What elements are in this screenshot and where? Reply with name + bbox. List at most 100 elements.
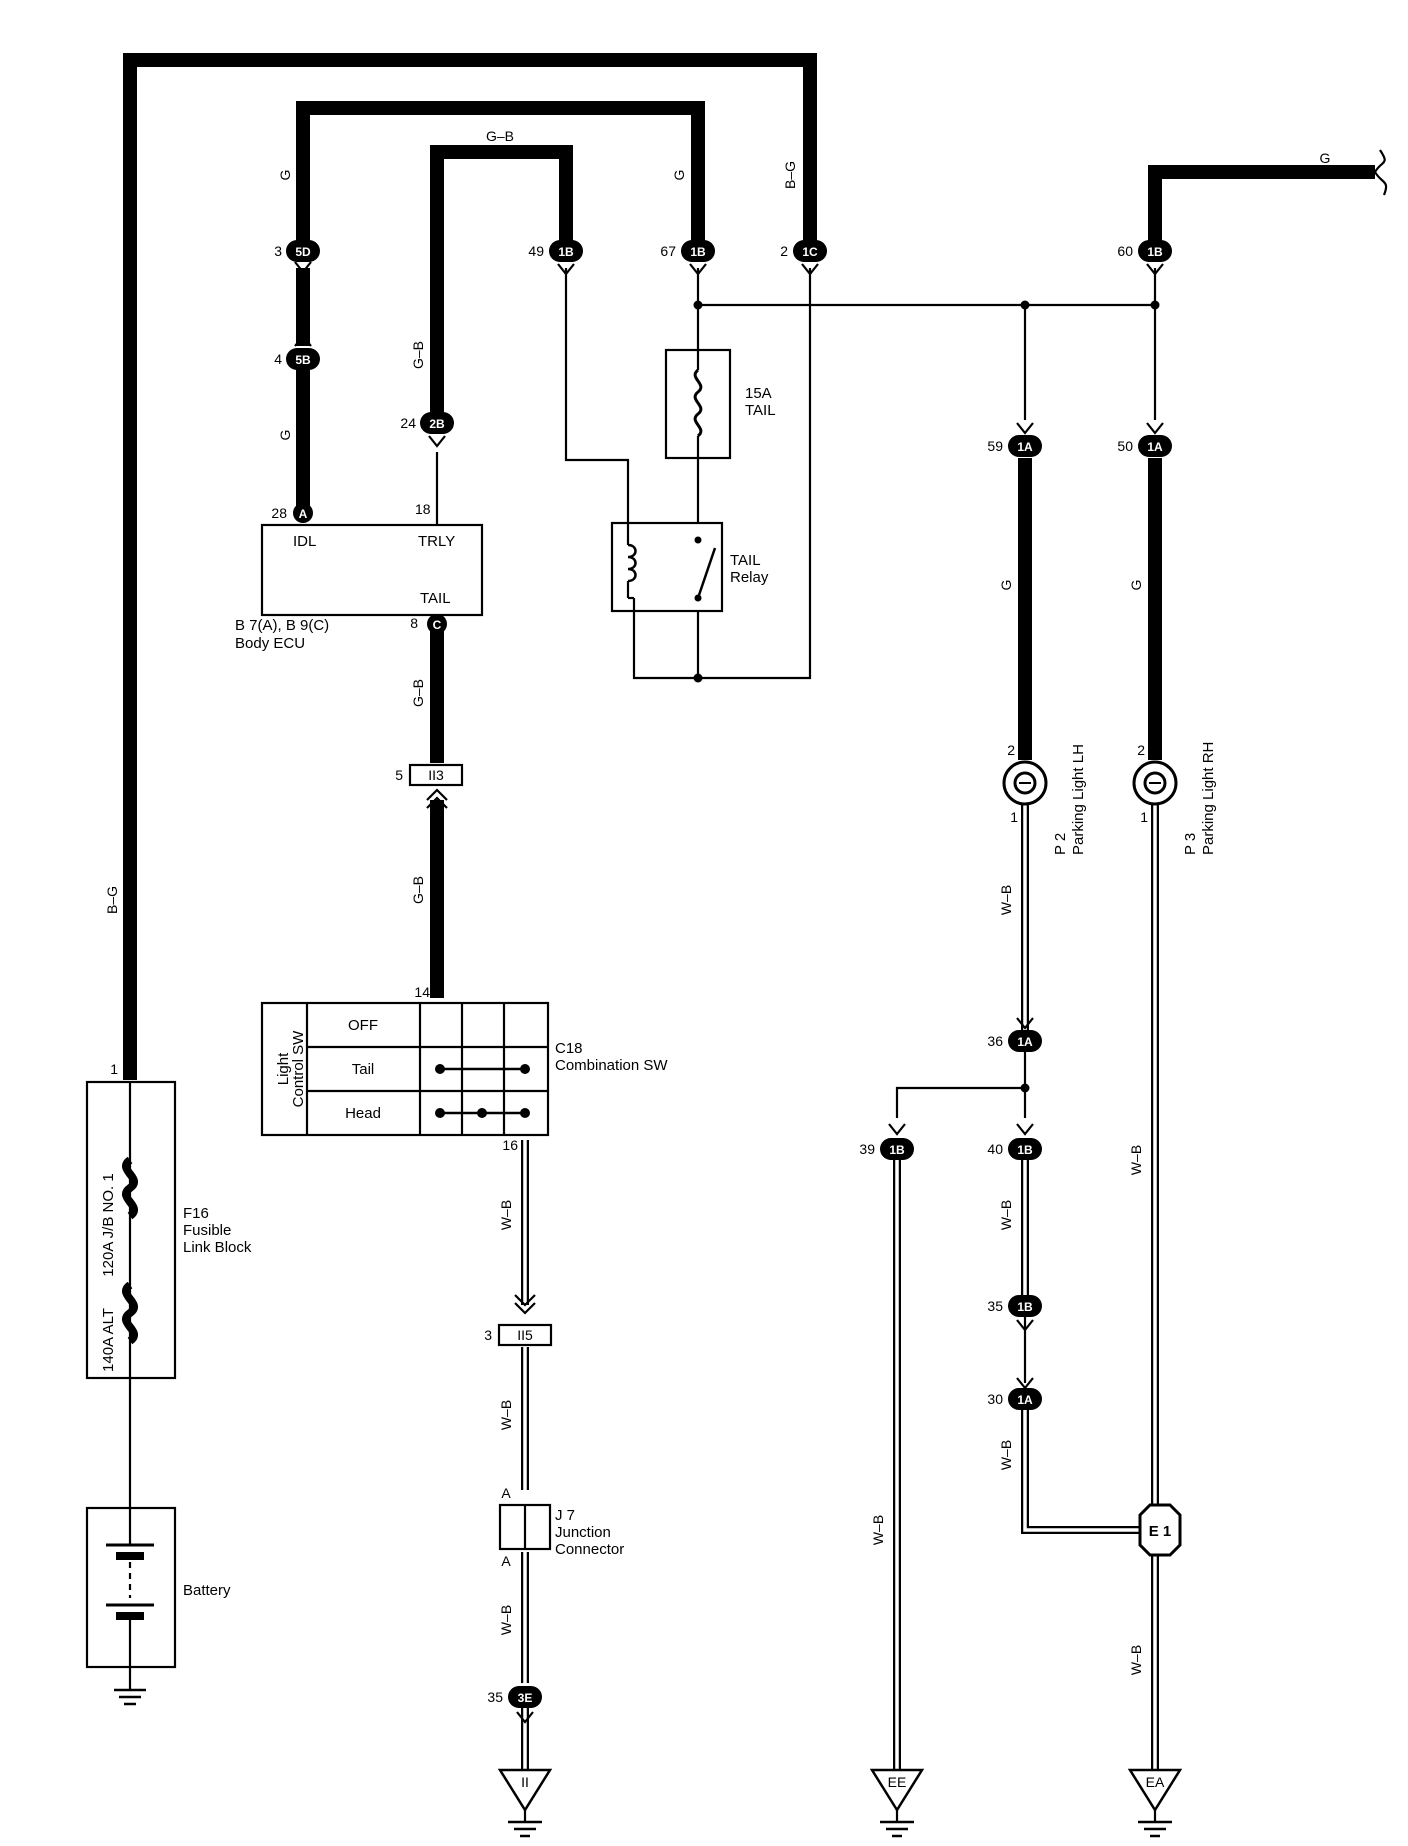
svg-text:B 7(A), B 9(C): B 7(A), B 9(C)	[235, 617, 329, 634]
svg-text:1C: 1C	[802, 245, 818, 259]
svg-text:P 2: P 2	[1052, 833, 1069, 855]
svg-text:24: 24	[400, 415, 416, 431]
ground-point-e1: E 1	[1138, 1503, 1182, 1557]
svg-text:TAIL: TAIL	[420, 590, 451, 607]
svg-text:A: A	[501, 1553, 511, 1569]
svg-text:II3: II3	[428, 767, 444, 783]
junction-connector: A A J 7 Junction Connector	[498, 1485, 624, 1569]
svg-text:TAIL: TAIL	[730, 552, 761, 569]
svg-text:60: 60	[1117, 243, 1133, 259]
relay-switch-icon	[696, 547, 717, 599]
svg-text:36: 36	[987, 1033, 1003, 1049]
svg-text:5: 5	[395, 767, 403, 783]
svg-text:16: 16	[502, 1137, 518, 1153]
svg-text:15A: 15A	[745, 385, 772, 402]
svg-text:28: 28	[271, 505, 287, 521]
svg-text:1B: 1B	[889, 1143, 905, 1157]
svg-text:Junction: Junction	[555, 1524, 611, 1541]
svg-text:Parking Light LH: Parking Light LH	[1070, 744, 1087, 855]
svg-text:W–B: W–B	[498, 1400, 514, 1430]
svg-text:2: 2	[780, 243, 788, 259]
connector-50-1a: 1A 50	[1117, 422, 1172, 457]
ground-battery-icon	[114, 1688, 146, 1706]
svg-text:Battery: Battery	[183, 1582, 231, 1599]
svg-text:39: 39	[859, 1141, 875, 1157]
wire-wb-30	[1021, 1410, 1145, 1534]
svg-text:1B: 1B	[558, 245, 574, 259]
svg-text:5B: 5B	[295, 353, 311, 367]
svg-text:OFF: OFF	[348, 1017, 378, 1034]
combination-switch: Light Control SW OFF Tail Head 14 16 C18…	[260, 984, 668, 1153]
svg-text:G: G	[1128, 580, 1144, 591]
svg-text:W–B: W–B	[870, 1515, 886, 1545]
wire-36-39	[895, 1086, 1025, 1118]
wire-color-labels: B–G B–G G G G G G–B G–B G–B G–B G G W–B …	[104, 128, 1330, 1675]
tail-relay: TAIL Relay	[610, 521, 769, 613]
svg-text:W–B: W–B	[1128, 1145, 1144, 1175]
ground-ii-icon: II	[497, 1768, 553, 1838]
svg-text:1: 1	[1140, 809, 1148, 825]
svg-text:G–B: G–B	[486, 128, 514, 144]
connector-49-1b: 1B 49	[528, 240, 583, 276]
svg-text:A: A	[299, 507, 308, 521]
wire-49-relay	[564, 268, 630, 523]
svg-text:3: 3	[484, 1327, 492, 1343]
svg-text:1B: 1B	[1017, 1300, 1033, 1314]
connector-36-1a: 1A 36	[987, 1017, 1042, 1052]
svg-text:2: 2	[1137, 742, 1145, 758]
svg-text:W–B: W–B	[498, 1200, 514, 1230]
svg-text:5D: 5D	[295, 245, 311, 259]
svg-text:B–G: B–G	[104, 886, 120, 914]
fuse-15a-icon	[693, 368, 703, 438]
svg-text:49: 49	[528, 243, 544, 259]
svg-text:Tail: Tail	[352, 1061, 375, 1078]
svg-text:W–B: W–B	[1128, 1645, 1144, 1675]
svg-text:TRLY: TRLY	[418, 533, 455, 550]
svg-text:1A: 1A	[1147, 440, 1163, 454]
svg-text:II: II	[521, 1774, 529, 1790]
svg-text:Light: Light	[275, 1052, 292, 1085]
svg-text:Combination SW: Combination SW	[555, 1057, 668, 1074]
connector-2-1c: 1C 2	[780, 240, 827, 276]
wire-relay-bottom	[632, 268, 812, 680]
fuse-140a-icon	[122, 1281, 138, 1345]
svg-text:Head: Head	[345, 1105, 381, 1122]
fusible-link-block: 120A J/B NO. 1 140A ALT 1 F16 Fusible Li…	[85, 1061, 252, 1380]
connector-35-3e: 3E 35	[487, 1686, 542, 1724]
fuse-120a-icon	[122, 1156, 138, 1220]
svg-text:67: 67	[660, 243, 676, 259]
connector-5-ii3: II3 5	[395, 763, 464, 809]
body-ecu: IDL TRLY TAIL 28 18 8 A C B 7(A), B 9(C)…	[235, 501, 484, 652]
svg-text:Link Block: Link Block	[183, 1239, 252, 1256]
svg-text:G–B: G–B	[410, 341, 426, 369]
relay-coil-icon	[627, 543, 637, 583]
svg-text:140A ALT: 140A ALT	[100, 1308, 117, 1372]
connector-24-2b: 2B 24	[400, 412, 454, 448]
svg-text:W–B: W–B	[998, 1200, 1014, 1230]
battery: Battery	[85, 1506, 231, 1669]
svg-text:G: G	[1320, 150, 1331, 166]
svg-text:G–B: G–B	[410, 679, 426, 707]
connector-4-5b: 5B 4	[274, 334, 320, 370]
svg-text:1A: 1A	[1017, 1035, 1033, 1049]
svg-text:1B: 1B	[1147, 245, 1163, 259]
svg-text:Connector: Connector	[555, 1541, 624, 1558]
svg-text:IDL: IDL	[293, 533, 316, 550]
ground-ea-icon: EA	[1127, 1768, 1183, 1838]
svg-text:J 7: J 7	[555, 1507, 575, 1524]
svg-text:G: G	[277, 430, 293, 441]
svg-text:Fusible: Fusible	[183, 1222, 231, 1239]
splice-dots	[693, 300, 1160, 1093]
connector-60-1b: 1B 60	[1117, 240, 1172, 276]
svg-text:W–B: W–B	[498, 1605, 514, 1635]
svg-text:II5: II5	[517, 1327, 533, 1343]
svg-text:C: C	[433, 618, 442, 632]
svg-text:18: 18	[415, 501, 431, 517]
wire-g-right	[1148, 165, 1375, 245]
svg-text:120A J/B NO. 1: 120A J/B NO. 1	[100, 1173, 117, 1276]
svg-text:B–G: B–G	[782, 161, 798, 189]
svg-text:W–B: W–B	[998, 885, 1014, 915]
svg-text:EE: EE	[888, 1774, 907, 1790]
thick-wires	[123, 53, 1388, 1080]
